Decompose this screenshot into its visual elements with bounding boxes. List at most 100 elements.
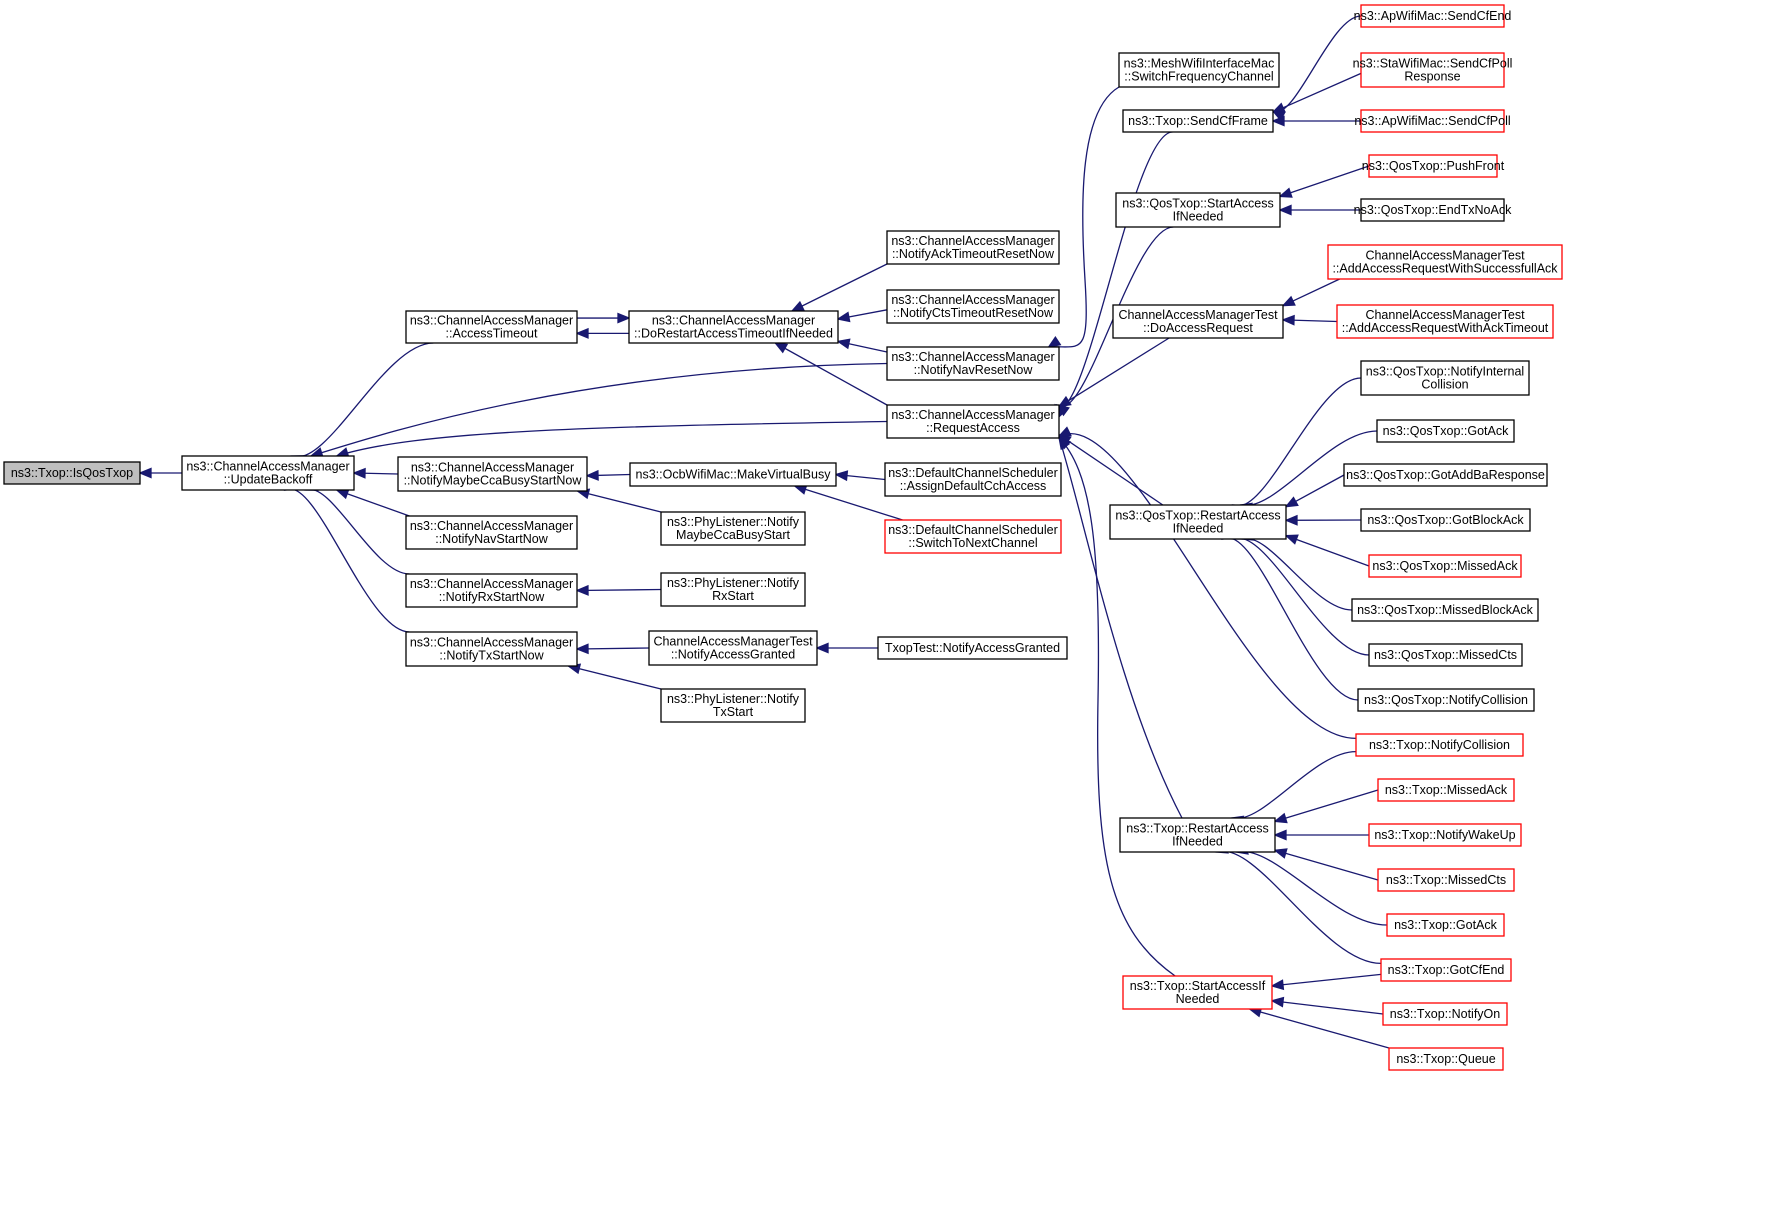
node-box[interactable] — [1377, 778, 1515, 802]
node-qosMissedBlockAck[interactable]: ns3::QosTxop::MissedBlockAck — [1351, 598, 1539, 622]
node-requestAccess[interactable]: ns3::ChannelAccessManager::RequestAccess — [886, 404, 1060, 439]
node-box[interactable] — [1119, 817, 1276, 853]
node-box[interactable] — [1360, 508, 1531, 532]
node-phyMaybeCca[interactable]: ns3::PhyListener::NotifyMaybeCcaBusyStar… — [660, 511, 806, 546]
node-box[interactable] — [1343, 463, 1548, 487]
node-box[interactable] — [629, 462, 837, 487]
node-box[interactable] — [1109, 504, 1287, 540]
node-box[interactable] — [1360, 198, 1505, 222]
node-box[interactable] — [1377, 868, 1515, 892]
node-box[interactable] — [1388, 1047, 1504, 1071]
node-box[interactable] — [1380, 958, 1512, 982]
node-box[interactable] — [1386, 913, 1505, 937]
node-txopNotifyWakeUp[interactable]: ns3::Txop::NotifyWakeUp — [1368, 823, 1522, 847]
node-box[interactable] — [1360, 4, 1505, 28]
node-box[interactable] — [1118, 52, 1280, 88]
node-txopQueue[interactable]: ns3::Txop::Queue — [1388, 1047, 1504, 1071]
node-box[interactable] — [1382, 1002, 1508, 1026]
node-box[interactable] — [628, 310, 839, 344]
node-camtNotifyGranted[interactable]: ChannelAccessManagerTest::NotifyAccessGr… — [648, 630, 818, 666]
node-box[interactable] — [405, 310, 578, 344]
node-box[interactable] — [1355, 733, 1524, 757]
node-ocbVirtualBusy[interactable]: ns3::OcbWifiMac::MakeVirtualBusy — [629, 462, 837, 487]
node-qosMissedAck[interactable]: ns3::QosTxop::MissedAck — [1368, 554, 1522, 578]
node-box[interactable] — [660, 688, 806, 723]
node-box[interactable] — [1360, 52, 1505, 88]
node-box[interactable] — [405, 631, 578, 667]
node-txopGotAck[interactable]: ns3::Txop::GotAck — [1386, 913, 1505, 937]
node-apSendCfEnd[interactable]: ns3::ApWifiMac::SendCfEnd — [1354, 4, 1512, 28]
node-box[interactable] — [1122, 109, 1274, 133]
node-box[interactable] — [1336, 304, 1554, 339]
node-notifyNavReset[interactable]: ns3::ChannelAccessManager::NotifyNavRese… — [886, 346, 1060, 381]
node-box[interactable] — [1351, 598, 1539, 622]
node-notifyRxStart[interactable]: ns3::ChannelAccessManager::NotifyRxStart… — [405, 573, 578, 608]
node-box[interactable] — [1327, 244, 1563, 280]
node-box[interactable] — [405, 515, 578, 550]
node-qosGotBlockAck[interactable]: ns3::QosTxop::GotBlockAck — [1360, 508, 1531, 532]
node-box[interactable] — [1368, 823, 1522, 847]
node-txopMissedCts[interactable]: ns3::Txop::MissedCts — [1377, 868, 1515, 892]
node-camtAckTimeout[interactable]: ChannelAccessManagerTest::AddAccessReque… — [1336, 304, 1554, 339]
node-camtDoAccess[interactable]: ChannelAccessManagerTest::DoAccessReques… — [1112, 304, 1284, 339]
node-notifyNavStart[interactable]: ns3::ChannelAccessManager::NotifyNavStar… — [405, 515, 578, 550]
node-root[interactable]: ns3::Txop::IsQosTxop — [3, 461, 141, 485]
node-box[interactable] — [1376, 419, 1515, 443]
node-box[interactable] — [1357, 688, 1535, 712]
node-box[interactable] — [648, 630, 818, 666]
node-qosGotAck[interactable]: ns3::QosTxop::GotAck — [1376, 419, 1515, 443]
node-txopTestGranted[interactable]: TxopTest::NotifyAccessGranted — [877, 636, 1068, 660]
node-box[interactable] — [405, 573, 578, 608]
node-box[interactable] — [886, 289, 1060, 324]
node-txopNotifyColl[interactable]: ns3::Txop::NotifyCollision — [1355, 733, 1524, 757]
node-apSendCfPoll[interactable]: ns3::ApWifiMac::SendCfPoll — [1354, 109, 1511, 133]
node-notifyAckTimeout[interactable]: ns3::ChannelAccessManager::NotifyAckTime… — [886, 230, 1060, 265]
node-box[interactable] — [660, 511, 806, 546]
node-defSwitchNext[interactable]: ns3::DefaultChannelScheduler::SwitchToNe… — [884, 519, 1062, 554]
node-box[interactable] — [1115, 192, 1281, 228]
node-qosNotifyColl[interactable]: ns3::QosTxop::NotifyCollision — [1357, 688, 1535, 712]
node-txopSendCf[interactable]: ns3::Txop::SendCfFrame — [1122, 109, 1274, 133]
node-box[interactable] — [1360, 109, 1505, 133]
node-box[interactable] — [1368, 154, 1498, 178]
node-phyTxStart[interactable]: ns3::PhyListener::NotifyTxStart — [660, 688, 806, 723]
node-box[interactable] — [877, 636, 1068, 660]
node-box[interactable] — [884, 462, 1062, 497]
node-box[interactable] — [884, 519, 1062, 554]
node-box[interactable] — [1112, 304, 1284, 339]
node-box[interactable] — [1122, 975, 1273, 1010]
node-box[interactable] — [1368, 643, 1523, 667]
node-box[interactable] — [886, 346, 1060, 381]
node-box[interactable] — [886, 230, 1060, 265]
node-box[interactable] — [886, 404, 1060, 439]
node-phyRxStart[interactable]: ns3::PhyListener::NotifyRxStart — [660, 572, 806, 607]
node-box[interactable] — [1360, 360, 1530, 396]
node-notifyMaybeCca[interactable]: ns3::ChannelAccessManager::NotifyMaybeCc… — [397, 456, 588, 492]
node-qosEndTxNoAck[interactable]: ns3::QosTxop::EndTxNoAck — [1354, 198, 1512, 222]
node-qosPushFront[interactable]: ns3::QosTxop::PushFront — [1362, 154, 1505, 178]
node-txopMissedAck[interactable]: ns3::Txop::MissedAck — [1377, 778, 1515, 802]
node-meshSwitchFreq[interactable]: ns3::MeshWifiInterfaceMac::SwitchFrequen… — [1118, 52, 1280, 88]
node-box[interactable] — [3, 461, 141, 485]
node-box[interactable] — [181, 455, 355, 491]
node-camtSuccess[interactable]: ChannelAccessManagerTest::AddAccessReque… — [1327, 244, 1563, 280]
node-qosMissedCts[interactable]: ns3::QosTxop::MissedCts — [1368, 643, 1523, 667]
node-box[interactable] — [1368, 554, 1522, 578]
node-txopGotCfEnd[interactable]: ns3::Txop::GotCfEnd — [1380, 958, 1512, 982]
node-defAssignCch[interactable]: ns3::DefaultChannelScheduler::AssignDefa… — [884, 462, 1062, 497]
node-notifyTxStart[interactable]: ns3::ChannelAccessManager::NotifyTxStart… — [405, 631, 578, 667]
node-box[interactable] — [660, 572, 806, 607]
node-notifyCtsTimeout[interactable]: ns3::ChannelAccessManager::NotifyCtsTime… — [886, 289, 1060, 324]
node-accessTimeout[interactable]: ns3::ChannelAccessManager::AccessTimeout — [405, 310, 578, 344]
node-doRestart[interactable]: ns3::ChannelAccessManager::DoRestartAcce… — [628, 310, 839, 344]
node-txopNotifyOn[interactable]: ns3::Txop::NotifyOn — [1382, 1002, 1508, 1026]
node-updateBackoff[interactable]: ns3::ChannelAccessManager::UpdateBackoff — [181, 455, 355, 491]
node-box[interactable] — [397, 456, 588, 492]
node-qosGotAddBa[interactable]: ns3::QosTxop::GotAddBaResponse — [1343, 463, 1548, 487]
